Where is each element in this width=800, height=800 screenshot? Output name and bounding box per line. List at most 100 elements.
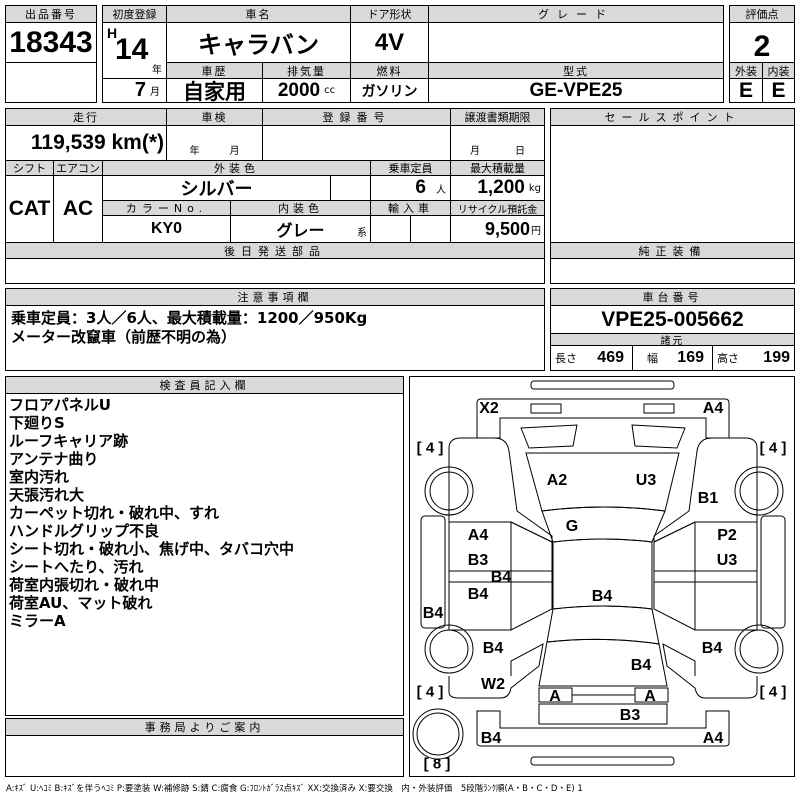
- history-value: 自家用: [166, 78, 263, 103]
- caution-body: 乗車定員：3人／6人、最大積載量：1200／950Kg メーター改竄車（前歴不明…: [5, 305, 545, 371]
- width-label: 幅: [647, 352, 658, 365]
- caution-label: 注意事項欄: [5, 288, 545, 306]
- ext-color-label: 外装色: [102, 160, 371, 176]
- reg-number-value: [262, 125, 451, 161]
- length-value: 469: [597, 349, 624, 366]
- tire-tread-rear-right: [ 4 ]: [759, 683, 787, 701]
- wheel-front-right: [734, 466, 784, 516]
- note-item: ルーフキャリア跡: [9, 432, 129, 450]
- inspector-label: 検査員記入欄: [5, 376, 404, 394]
- exterior-grade: E: [729, 78, 763, 103]
- transfer-deadline-label: 譲渡書類期限: [450, 108, 545, 126]
- interior-label: 内装: [762, 62, 795, 79]
- note-item: 室内汚れ: [9, 468, 70, 486]
- tire-tread-front-right: [ 4 ]: [759, 439, 787, 457]
- reg-year: 14: [115, 33, 149, 66]
- score-label: 評価点: [729, 5, 795, 23]
- capacity-label: 乗車定員: [370, 160, 451, 176]
- color-no-value: KY0: [102, 215, 231, 243]
- rear-fender-left: [448, 643, 544, 699]
- damage-code: B4: [467, 586, 489, 603]
- note-item: 下廻りS: [9, 414, 65, 432]
- displacement-unit: cc: [324, 85, 336, 96]
- note-item: 荷室AU、マット破れ: [9, 594, 153, 612]
- note-item: ハンドルグリップ不良: [9, 522, 160, 540]
- aircon-value: AC: [53, 175, 103, 243]
- side-step-right: [760, 515, 786, 629]
- int-color-cell: グレー系: [230, 215, 371, 243]
- damage-diagram-frame: [409, 376, 795, 777]
- recycle-unit: 円: [531, 225, 541, 237]
- wheel-inner: [739, 629, 779, 669]
- rear-bar: [530, 756, 675, 766]
- side-doors-left: [448, 521, 553, 631]
- front-vents: [520, 424, 686, 449]
- color-no-label: カラーNo.: [102, 200, 231, 216]
- side-step-left: [420, 515, 446, 629]
- note-item: カーペット切れ・破れ中、すれ: [9, 504, 220, 522]
- lot-label: 出品番号: [5, 5, 97, 23]
- mileage-value: 119,539 km(*): [5, 125, 167, 161]
- lot-empty: [5, 62, 97, 103]
- sales-point-value: [550, 125, 795, 243]
- door-type: 4V: [350, 22, 429, 63]
- inspection-year-unit: 年: [189, 146, 200, 157]
- damage-code: X2: [479, 400, 499, 417]
- exterior-label: 外装: [729, 62, 763, 79]
- wheel-rear-right: [734, 624, 784, 674]
- width-value: 169: [677, 349, 704, 366]
- reg-number-label: 登録番号: [262, 108, 451, 126]
- shift-value: CAT: [5, 175, 54, 243]
- front-bar: [530, 380, 675, 390]
- year-unit: 年: [152, 65, 162, 76]
- displacement-value: 2000: [277, 79, 321, 101]
- damage-code: B4: [701, 640, 723, 657]
- import-extra: [410, 215, 451, 243]
- legend: A:ｷｽﾞ U:ﾍｺﾐ B:ｷｽﾞを伴うﾍｺﾐ P:要塗装 W:補修跡 S:錆 …: [6, 784, 583, 794]
- headlight-left: [530, 403, 562, 414]
- max-load-label: 最大積載量: [450, 160, 545, 176]
- damage-code: B4: [630, 657, 652, 674]
- side-doors-right: [653, 521, 758, 631]
- first-reg-year-cell: H 14 年: [102, 22, 167, 79]
- lot-number: 18343: [5, 22, 97, 63]
- recycle-label: リサイクル預託金: [450, 200, 545, 216]
- max-load-value: 1,200: [477, 177, 525, 198]
- car-name-label: 車名: [166, 5, 351, 23]
- damage-code: B1: [697, 490, 719, 507]
- history-label: 車歴: [166, 62, 263, 79]
- aircon-label: エアコン: [53, 160, 103, 176]
- note-item: ミラーA: [9, 612, 66, 630]
- capacity-value: 6: [415, 177, 426, 198]
- width-cell: 幅 169: [632, 345, 713, 371]
- note-item: シートへたり、汚れ: [9, 558, 144, 576]
- chassis-number: VPE25-005662: [550, 305, 795, 334]
- reg-month: 7: [134, 79, 146, 101]
- int-color-label: 内装色: [230, 200, 371, 216]
- damage-code: U3: [635, 472, 657, 489]
- damage-code: B4: [422, 605, 444, 622]
- shift-label: シフト: [5, 160, 54, 176]
- grade-value: [428, 22, 724, 63]
- wheel-front-left: [424, 466, 474, 516]
- tire-tread-spare: [ 8 ]: [423, 755, 451, 773]
- damage-code: A4: [467, 527, 489, 544]
- height-value: 199: [763, 349, 790, 366]
- first-reg-label: 初度登録: [102, 5, 167, 23]
- caution-line: メーター改竄車（前歴不明の為）: [11, 328, 237, 346]
- damage-code: B4: [482, 640, 504, 657]
- ext-color-value: シルバー: [102, 175, 331, 201]
- rear-roof: [546, 605, 660, 645]
- import-label: 輸入車: [370, 200, 451, 216]
- cowl: [541, 506, 666, 543]
- front-fender-left: [448, 437, 553, 543]
- transfer-deadline-value: 月日: [450, 125, 545, 161]
- recycle-value: 9,500: [484, 218, 530, 239]
- office-info-value: [5, 735, 404, 777]
- wheel-inner: [429, 629, 469, 669]
- rear-door: [538, 638, 668, 687]
